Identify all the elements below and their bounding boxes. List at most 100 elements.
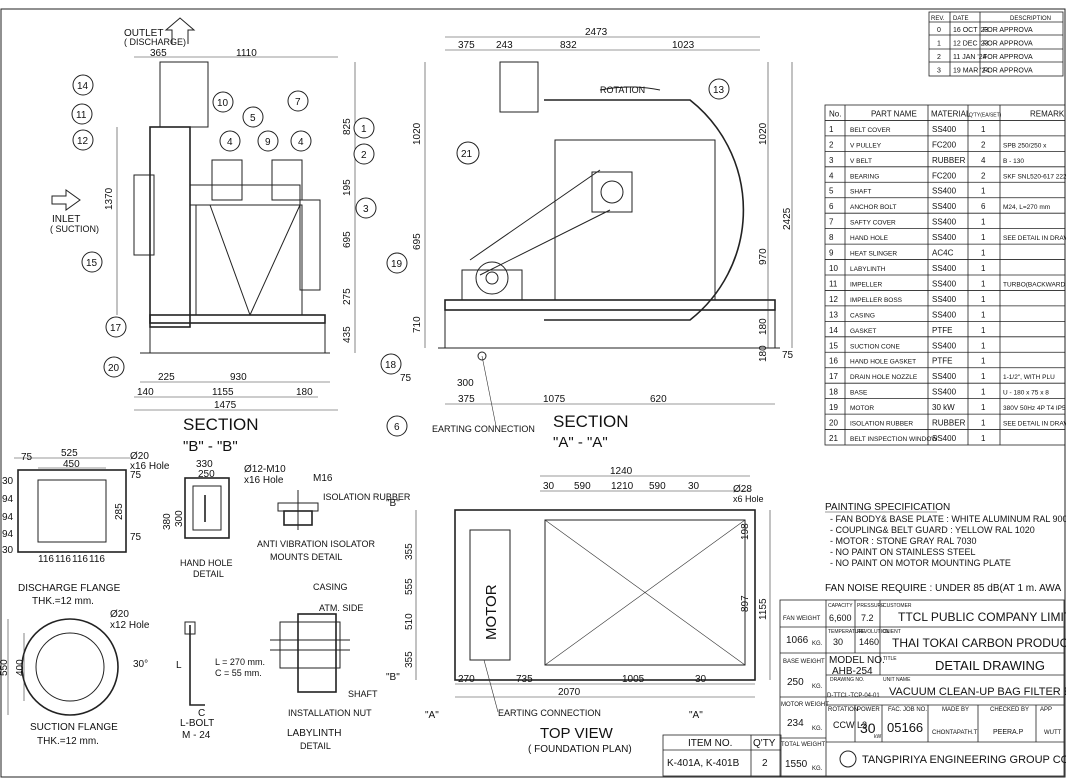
- balloon-10: 10: [212, 91, 234, 113]
- parts-cell: 8: [829, 233, 834, 242]
- parts-cell: 1: [981, 434, 986, 443]
- df-dim-75-a: 75: [21, 452, 33, 463]
- base-weight-label: BASE WEIGHT: [783, 659, 825, 665]
- dim-1475: 1475: [214, 400, 237, 411]
- parts-cell: SKF SNL520-617 22220 EK C: [1003, 173, 1066, 180]
- inlet-label: INLET: [52, 214, 80, 225]
- parts-cell: SS400: [932, 279, 957, 288]
- bearing-1: [211, 159, 243, 201]
- svg-text:15: 15: [86, 258, 98, 269]
- svg-text:APP: APP: [1040, 707, 1052, 713]
- outlet-arrow-icon: [164, 17, 196, 44]
- customer-value: TTCL PUBLIC COMPANY LIMITED: [898, 610, 1066, 624]
- mark-b-top: "B": [386, 498, 400, 509]
- parts-cell: CASING: [850, 312, 875, 319]
- svg-text:11: 11: [76, 110, 87, 121]
- dim-275: 275: [342, 288, 353, 305]
- parts-cell: RUBBER: [932, 419, 966, 428]
- hh-dim-300: 300: [174, 510, 185, 527]
- dim-1155: 1155: [212, 387, 234, 398]
- parts-cell: 1: [981, 125, 986, 134]
- svg-text:L: L: [176, 660, 182, 671]
- balloon-12: 12: [72, 129, 94, 151]
- parts-cell: 12: [829, 295, 838, 304]
- df-dim-94-b: 94: [2, 512, 14, 523]
- parts-cell: SS400: [932, 434, 957, 443]
- svg-text:5: 5: [250, 113, 256, 124]
- parts-cell: BASE: [850, 390, 868, 397]
- hh-dim-330: 330: [196, 459, 213, 470]
- dim-30-a: 30: [543, 481, 555, 492]
- rev-header: DATE: [953, 16, 969, 22]
- motor-weight-value: 234: [787, 718, 804, 729]
- parts-cell: GASKET: [850, 328, 876, 335]
- dim-140: 140: [137, 387, 154, 398]
- dim-375-bottom: 375: [458, 394, 475, 405]
- parts-cell: SEE DETAIL IN DRAW: [1003, 421, 1066, 428]
- dim-300: 300: [457, 378, 474, 389]
- dim-1210: 1210: [611, 481, 634, 492]
- parts-cell: 5: [829, 187, 834, 196]
- dim-1075: 1075: [543, 394, 566, 405]
- df-dim-116-d: 116: [89, 554, 105, 565]
- dim-30-c: 30: [695, 674, 707, 685]
- rev-cell: FOR APPROVA: [983, 68, 1033, 75]
- parts-cell: 1: [981, 233, 986, 242]
- dim-1155-top: 1155: [758, 598, 769, 620]
- section-aa-subtitle: "A" - "A": [553, 434, 608, 451]
- dim-735: 735: [516, 674, 533, 685]
- parts-cell: IMPELLER: [850, 281, 882, 288]
- parts-cell: SS400: [932, 264, 957, 273]
- hh-bolt: Ø12-M10: [244, 464, 286, 475]
- top-view: MOTOR 1240 30 590 1210 590 30 Ø28 x6 Hol…: [386, 466, 771, 755]
- parts-cell: 17: [829, 372, 838, 381]
- svg-text:9: 9: [265, 137, 271, 148]
- parts-cell: V PULLEY: [850, 142, 882, 149]
- dim-75-right: 75: [782, 350, 794, 361]
- dim-832: 832: [560, 40, 577, 51]
- parts-cell: ANCHOR BOLT: [850, 204, 896, 211]
- dim-375: 375: [458, 40, 475, 51]
- rotation-label: ROTATION: [600, 85, 645, 95]
- rev-cell: FOR APPROVA: [983, 27, 1033, 34]
- rev-cell: FOR APPROVA: [983, 41, 1033, 48]
- iso-sub: MOUNTS DETAIL: [270, 552, 342, 562]
- suction-flange-detail: 550 400 30° Ø20 x12 Hole SUCTION FLANGE …: [0, 609, 150, 747]
- df-dim-30-b: 30: [2, 545, 14, 556]
- parts-header: PART NAME: [871, 109, 917, 118]
- earting-connection-label: EARTING CONNECTION: [432, 424, 535, 434]
- parts-cell: 15: [829, 341, 838, 350]
- rev-cell: 12 DEC '23: [953, 41, 989, 48]
- outlet-sub-label: ( DISCHARGE): [124, 37, 186, 47]
- svg-text:20: 20: [108, 363, 120, 374]
- parts-cell: SS400: [932, 372, 957, 381]
- dim-1023: 1023: [672, 40, 695, 51]
- foundation-base: [454, 509, 756, 681]
- parts-cell: RUBBER: [932, 156, 966, 165]
- balloon-7: 7: [287, 90, 309, 112]
- parts-cell: 18: [829, 388, 838, 397]
- holes-label: Ø28: [733, 484, 752, 495]
- rev-cell: 2: [937, 54, 941, 61]
- parts-cell: SS400: [932, 187, 957, 196]
- total-weight-label: TOTAL WEIGHT: [781, 742, 826, 748]
- volute-casing: [544, 99, 745, 321]
- svg-text:7: 7: [295, 97, 301, 108]
- parts-cell: FC200: [932, 140, 957, 149]
- svg-text:POWER: POWER: [857, 707, 880, 713]
- parts-cell: 1: [981, 341, 986, 350]
- dim-2425: 2425: [782, 207, 793, 230]
- parts-cell: PTFE: [932, 326, 952, 335]
- lab-atm-side: ATM. SIDE: [319, 603, 363, 613]
- dim-930: 930: [230, 372, 247, 383]
- df-thk: THK.=12 mm.: [32, 596, 94, 607]
- painting-line-5: - NO PAINT ON MOTOR MOUNTING PLATE: [830, 558, 1011, 568]
- mark-a-left: "A": [425, 710, 439, 721]
- base-frame: [149, 314, 326, 324]
- balloon-18: 18: [380, 353, 402, 375]
- balloon-3: 3: [355, 197, 377, 219]
- svg-text:KG.: KG.: [812, 726, 823, 732]
- df-dim-75-c: 75: [130, 532, 142, 543]
- parts-header: Q'TY(EA/SET): [969, 112, 1002, 118]
